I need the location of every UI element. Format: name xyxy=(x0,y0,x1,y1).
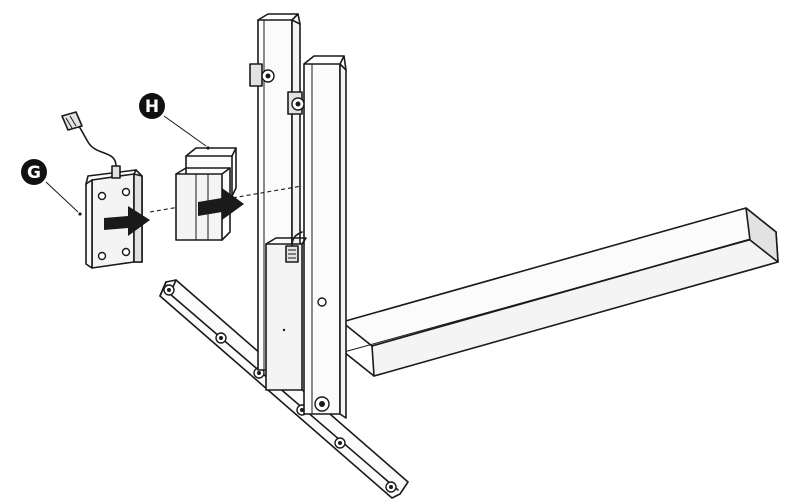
arrow-right-icon xyxy=(104,206,150,236)
control-box-g xyxy=(61,111,150,269)
callout-g: G xyxy=(21,159,47,185)
callout-h: H xyxy=(139,93,165,119)
callout-g-label: G xyxy=(27,163,41,183)
bracket-h xyxy=(175,147,244,241)
callout-leader-h xyxy=(163,115,207,147)
mounted-control-box xyxy=(265,231,307,391)
callout-leader-g xyxy=(45,181,79,213)
arrow-right-icon xyxy=(198,188,244,220)
callout-h-label: H xyxy=(145,97,159,117)
crossbeam xyxy=(341,207,779,377)
foot-bolts xyxy=(163,284,397,493)
right-column xyxy=(287,55,347,419)
